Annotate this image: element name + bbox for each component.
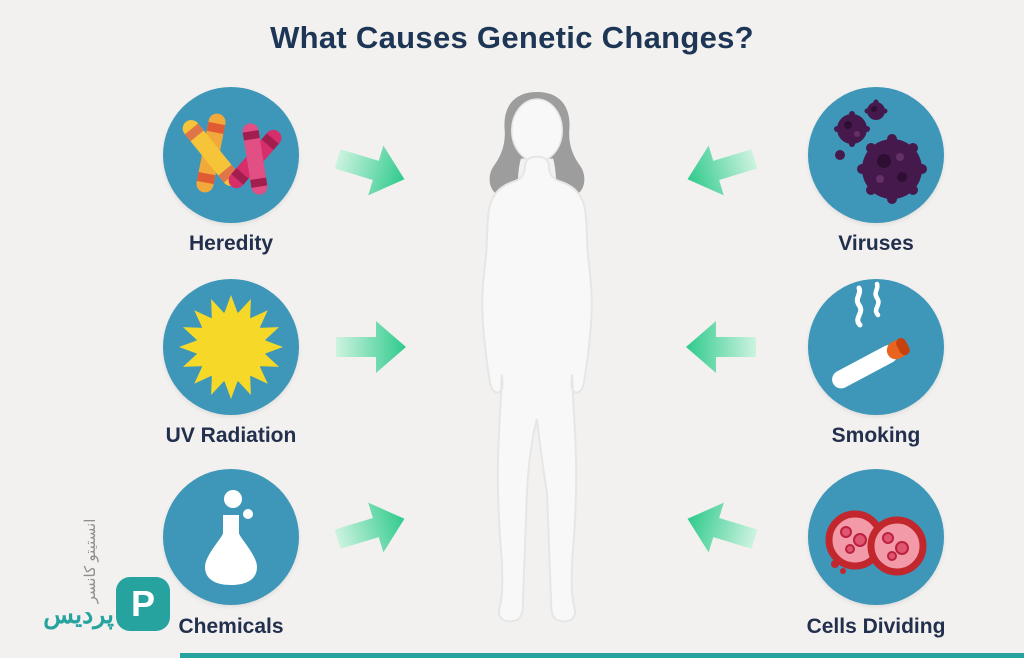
chemical-flask-icon [205, 490, 257, 585]
arrow-chemicals-to-body-icon [334, 502, 405, 553]
cause-circle-cells-dividing [808, 469, 944, 605]
cause-circle-smoking [808, 279, 944, 415]
virus-icon [834, 99, 927, 204]
page-title: What Causes Genetic Changes? [270, 20, 754, 55]
head-shape [511, 98, 563, 163]
label-viruses: Viruses [838, 232, 914, 255]
brand-logo: P [116, 577, 170, 631]
chromosomes-icon [182, 113, 282, 195]
body-shape [481, 155, 593, 623]
arrow-cells-to-body-icon [687, 502, 758, 553]
cause-circle-chemicals [163, 469, 299, 605]
cause-circle-viruses [808, 87, 944, 223]
label-cells-dividing: Cells Dividing [806, 615, 946, 638]
label-heredity: Heredity [188, 232, 274, 255]
label-uv-radiation: UV Radiation [165, 424, 297, 447]
arrow-uv-to-body-icon [336, 321, 406, 373]
dividing-cell-icon [825, 510, 927, 576]
arrow-smoking-to-body-icon [686, 321, 756, 373]
arrow-viruses-to-body-icon [687, 145, 758, 196]
bottom-divider [180, 653, 1024, 658]
cause-circle-uv-radiation [163, 279, 299, 415]
sun-icon [179, 295, 283, 399]
arrow-heredity-to-body-icon [334, 145, 405, 196]
label-chemicals: Chemicals [178, 615, 284, 638]
watermark-brand-text: پردیس [43, 601, 114, 629]
cigarette-icon [832, 281, 910, 389]
brand-logo-letter: P [130, 583, 155, 624]
cause-circle-heredity [163, 87, 299, 223]
human-body-silhouette [481, 92, 593, 623]
label-smoking: Smoking [831, 424, 921, 447]
